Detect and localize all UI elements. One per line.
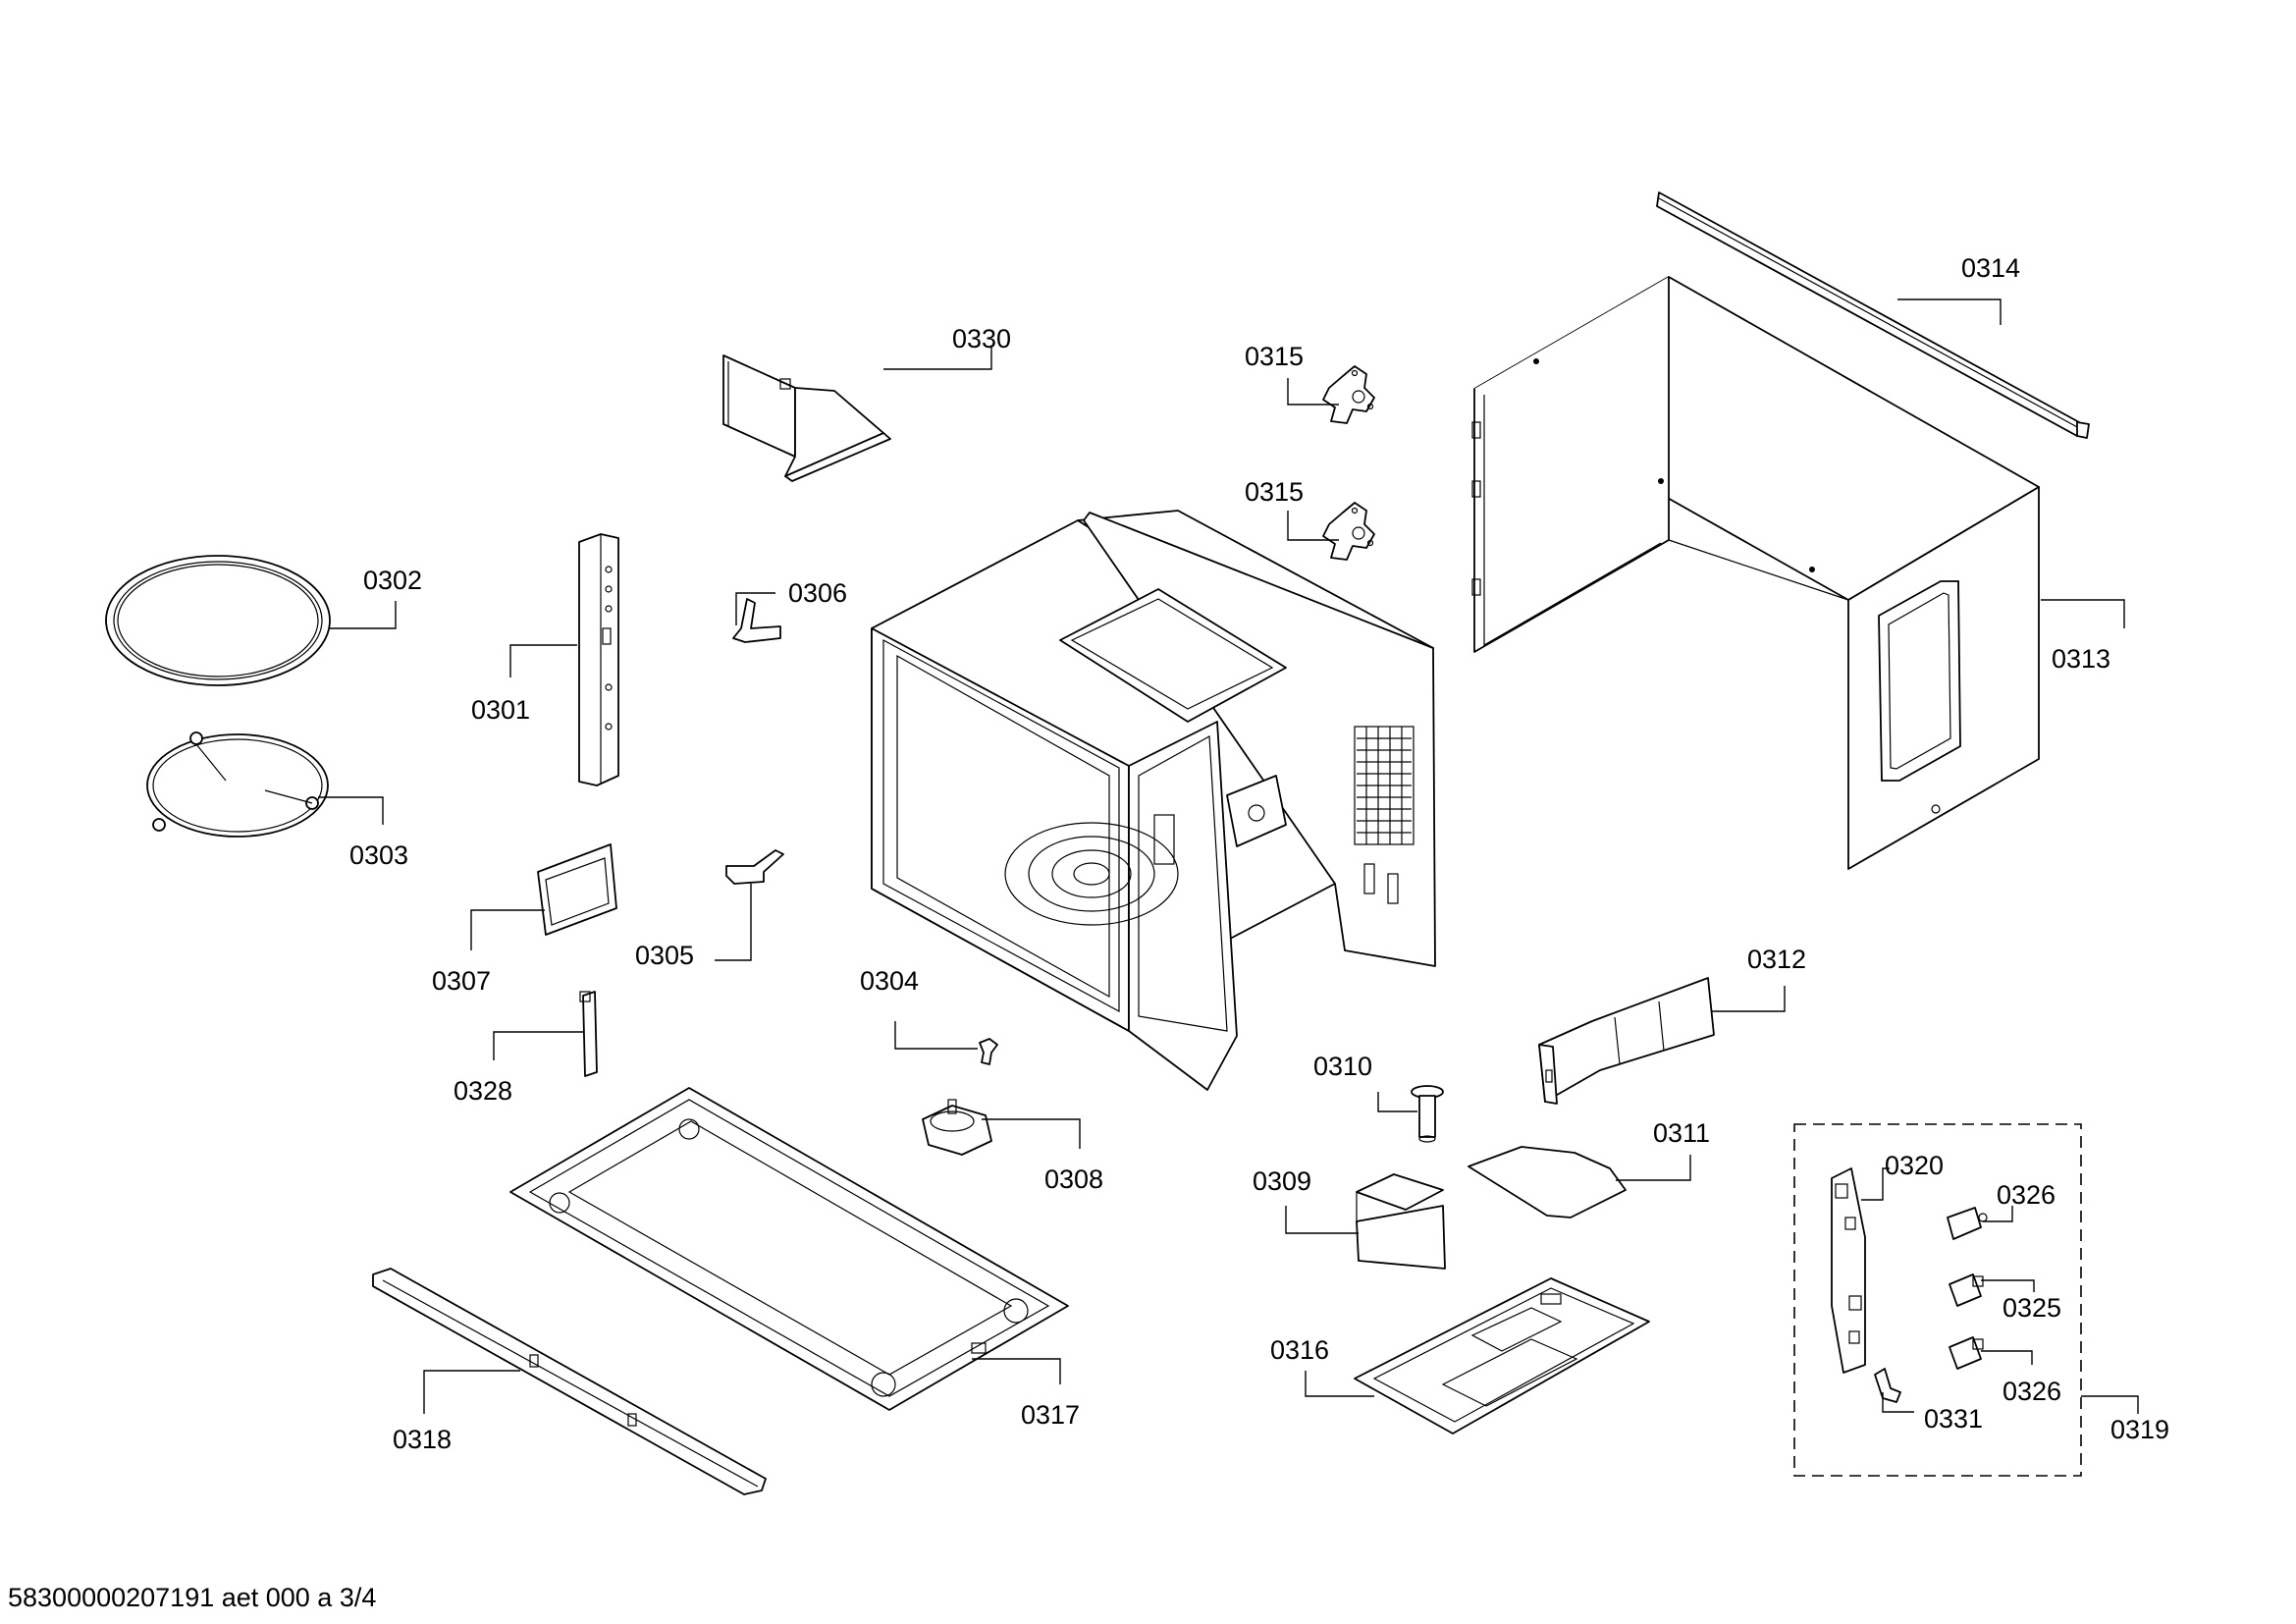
part-0328-strip[interactable] <box>579 991 598 1077</box>
label-0328: 0328 <box>454 1076 512 1106</box>
part-0314-top-rail[interactable] <box>1656 191 2090 439</box>
label-0331: 0331 <box>1924 1404 1983 1434</box>
label-0317: 0317 <box>1021 1400 1080 1430</box>
part-0302-turntable-plate[interactable] <box>105 555 331 686</box>
label-0319: 0319 <box>2110 1415 2169 1444</box>
label-0302: 0302 <box>363 566 422 595</box>
part-0315-bracket-lower[interactable] <box>1322 502 1375 561</box>
label-0308: 0308 <box>1044 1164 1103 1194</box>
part-0306-clip[interactable] <box>732 598 781 643</box>
document-id-footer: 58300000207191 aet 000 a 3/4 <box>8 1583 377 1612</box>
part-0312-side-bracket[interactable] <box>1538 977 1715 1105</box>
oven-cavity-assembly <box>871 510 1436 1091</box>
part-0331-latch[interactable] <box>1874 1368 1901 1403</box>
label-0305: 0305 <box>635 941 694 970</box>
label-0313: 0313 <box>2052 644 2110 674</box>
part-0315-bracket-upper[interactable] <box>1322 365 1375 424</box>
label-0304: 0304 <box>860 966 919 996</box>
part-0305-clip[interactable] <box>725 849 784 885</box>
part-0320-lock-housing[interactable] <box>1831 1167 1866 1374</box>
part-0301-vertical-bracket[interactable] <box>578 533 619 786</box>
part-0308-turntable-motor[interactable] <box>922 1099 992 1156</box>
label-0315-lower: 0315 <box>1245 477 1304 507</box>
part-0318-front-rail[interactable] <box>372 1268 767 1495</box>
label-0318: 0318 <box>393 1425 452 1454</box>
label-0320: 0320 <box>1885 1151 1944 1180</box>
label-0301: 0301 <box>471 695 530 725</box>
label-0306: 0306 <box>788 578 847 608</box>
part-0311-cover-sheet[interactable] <box>1468 1146 1627 1218</box>
label-0312: 0312 <box>1747 945 1806 974</box>
part-0303-roller-ring[interactable] <box>146 731 329 838</box>
label-0325: 0325 <box>2002 1293 2061 1323</box>
label-0326-upper: 0326 <box>1997 1180 2056 1210</box>
part-0309-waveguide[interactable] <box>1356 1173 1446 1270</box>
group-0319-boundary[interactable] <box>1793 1123 2082 1477</box>
part-0330-shelf-bracket[interactable] <box>722 354 891 482</box>
part-0317-base-plate[interactable] <box>509 1087 1069 1411</box>
label-0311: 0311 <box>1653 1118 1710 1148</box>
part-0310-fan-hub[interactable] <box>1411 1085 1444 1143</box>
label-0326-lower: 0326 <box>2002 1377 2061 1406</box>
label-0307: 0307 <box>432 966 491 996</box>
label-0330: 0330 <box>952 324 1011 353</box>
label-0309: 0309 <box>1253 1166 1311 1196</box>
part-0326-switch-upper[interactable] <box>1947 1207 1988 1240</box>
part-0316-base-tray[interactable] <box>1354 1277 1650 1435</box>
part-0313-outer-casing[interactable] <box>1471 276 2040 870</box>
part-0326-switch-lower[interactable] <box>1949 1336 1984 1370</box>
part-0307-cover-plate[interactable] <box>537 843 617 936</box>
label-0316: 0316 <box>1270 1335 1329 1365</box>
label-0310: 0310 <box>1313 1052 1372 1081</box>
label-0314: 0314 <box>1961 253 2020 283</box>
part-0304-coupler[interactable] <box>979 1038 998 1065</box>
label-0303: 0303 <box>349 840 408 870</box>
part-0325-switch[interactable] <box>1949 1273 1984 1307</box>
label-0315-upper: 0315 <box>1245 342 1304 371</box>
